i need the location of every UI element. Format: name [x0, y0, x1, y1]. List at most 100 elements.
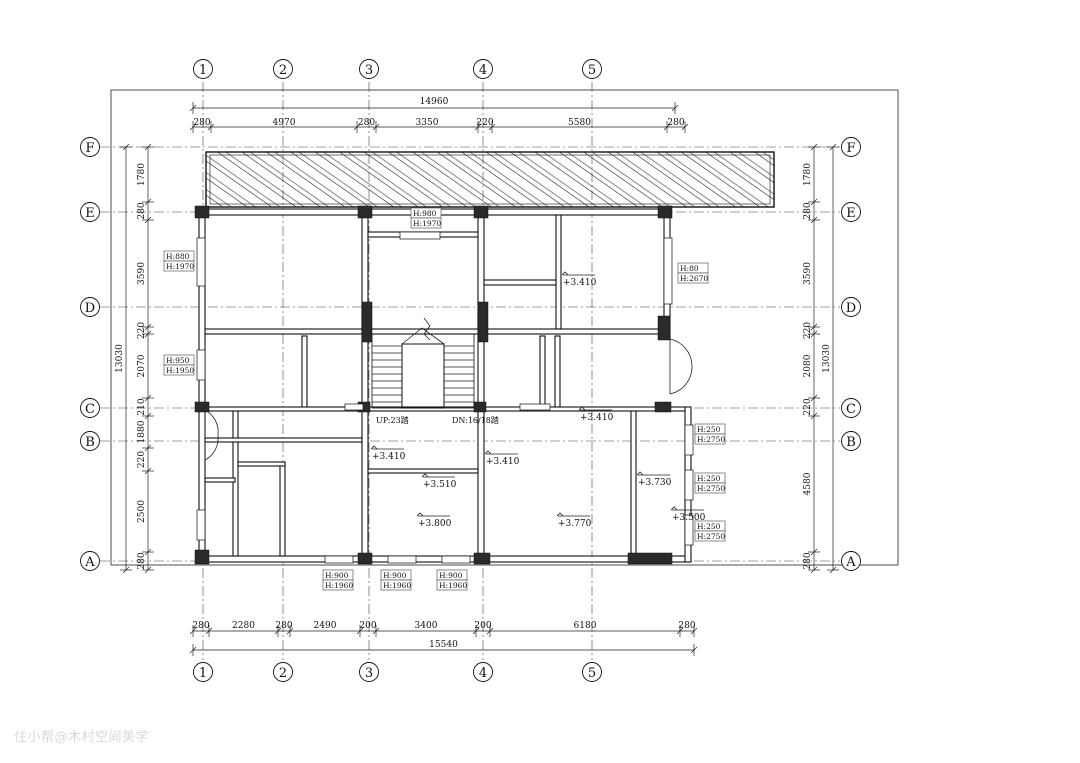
opening-height: H:1970: [413, 219, 441, 228]
structural-columns: [194, 205, 673, 565]
grid-letter-label: E: [846, 206, 856, 221]
doors: [204, 338, 693, 461]
opening-width: H:250: [697, 425, 721, 434]
opening-height: H:2750: [697, 532, 725, 541]
grid-letter-label: A: [84, 555, 95, 570]
dimension-label: 280: [678, 621, 695, 631]
grid-bubble-4: [473, 662, 493, 682]
grid-bubble-2: [273, 59, 293, 79]
level-value: +3.800: [418, 519, 452, 529]
level-mark: +3.510: [421, 473, 457, 490]
grid-letter-label: F: [846, 141, 855, 156]
grid-letter-label: F: [85, 141, 94, 156]
grid-bubble-3: [359, 662, 379, 682]
opening-width: H:80: [680, 264, 699, 273]
grid-number-label: 4: [479, 63, 487, 78]
level-value: +3.500: [672, 513, 706, 523]
windows: [196, 231, 694, 564]
grid-letter-label: B: [846, 435, 856, 450]
grid-letter-label: B: [85, 435, 95, 450]
opening-height: H:1960: [325, 581, 353, 590]
dimension-label: 2280: [232, 621, 255, 631]
grid-bubble-F: [841, 137, 861, 157]
dimension-label: 1780: [803, 163, 813, 186]
grid-bubble-A: [80, 551, 100, 571]
dimension-label: 3400: [415, 621, 438, 631]
watermark: 住小帮@木村空间美学: [14, 730, 150, 745]
grid-number-label: 5: [588, 666, 596, 681]
dimension-label: 15540: [429, 640, 458, 650]
grid-number-label: 2: [279, 63, 287, 78]
drawing-frame: [110, 89, 899, 566]
dimension-label: 280: [358, 118, 375, 128]
level-mark: +3.500: [670, 506, 706, 523]
stair-down-label: DN:16/18踏: [452, 415, 499, 425]
opening-height: H:1950: [166, 366, 194, 375]
grid-bubble-B: [80, 431, 100, 451]
grid-bubble-E: [841, 202, 861, 222]
dimension-label: 2080: [803, 354, 813, 377]
opening-width: H:880: [166, 252, 190, 261]
grid-bubble-C: [80, 398, 100, 418]
opening-tag: H:80H:2670: [677, 262, 708, 284]
stair-up-label: UP:23踏: [376, 415, 409, 425]
dimension-label: 2070: [137, 354, 147, 377]
opening-width: H:250: [697, 522, 721, 531]
dimension-label: 13030: [822, 344, 832, 373]
dimension-label: 280: [193, 118, 210, 128]
dimension-label: 280: [137, 202, 147, 219]
level-mark: +3.410: [484, 450, 520, 467]
level-value: +3.410: [580, 413, 614, 423]
opening-width: H:900: [383, 571, 407, 580]
opening-height: H:1970: [166, 262, 194, 271]
grid-bubble-E: [80, 202, 100, 222]
dimension-label: 2500: [137, 500, 147, 523]
dimension-label: 280: [803, 552, 813, 569]
dimension-label: 280: [275, 621, 292, 631]
dimension-label: 280: [667, 118, 684, 128]
dimension-label: 14960: [420, 97, 449, 107]
grid-number-label: 5: [588, 63, 596, 78]
opening-height: H:1960: [439, 581, 467, 590]
grid-bubble-5: [582, 662, 602, 682]
grid-bubble-C: [841, 398, 861, 418]
dimension-label: 220: [803, 322, 813, 339]
dimension-label: 200: [359, 621, 376, 631]
dimension-label: 5580: [568, 118, 591, 128]
grid-bubble-2: [273, 662, 293, 682]
opening-height: H:2670: [680, 274, 708, 283]
grid-letter-label: E: [85, 206, 95, 221]
level-value: +3.410: [372, 452, 406, 462]
grid-number-label: 1: [199, 666, 207, 681]
opening-width: H:900: [439, 571, 463, 580]
dimension-label: 220: [137, 451, 147, 468]
level-value: +3.770: [558, 519, 592, 529]
dimension-label: 3590: [137, 262, 147, 285]
level-value: +3.510: [423, 480, 457, 490]
dimension-label: 2490: [314, 621, 337, 631]
dimension-label: 1880: [137, 420, 147, 443]
grid-number-label: 3: [365, 63, 373, 78]
grid-letter-label: D: [846, 301, 856, 316]
grid-bubble-3: [359, 59, 379, 79]
grid-number-label: 3: [365, 666, 373, 681]
dimension-label: 3350: [416, 118, 439, 128]
grid-letter-label: A: [845, 555, 856, 570]
grid-bubble-4: [473, 59, 493, 79]
opening-width: H:900: [325, 571, 349, 580]
dimension-label: 6180: [574, 621, 597, 631]
opening-width: H:980: [413, 209, 437, 218]
dimension-label: 280: [137, 552, 147, 569]
level-value: +3.730: [638, 478, 672, 488]
